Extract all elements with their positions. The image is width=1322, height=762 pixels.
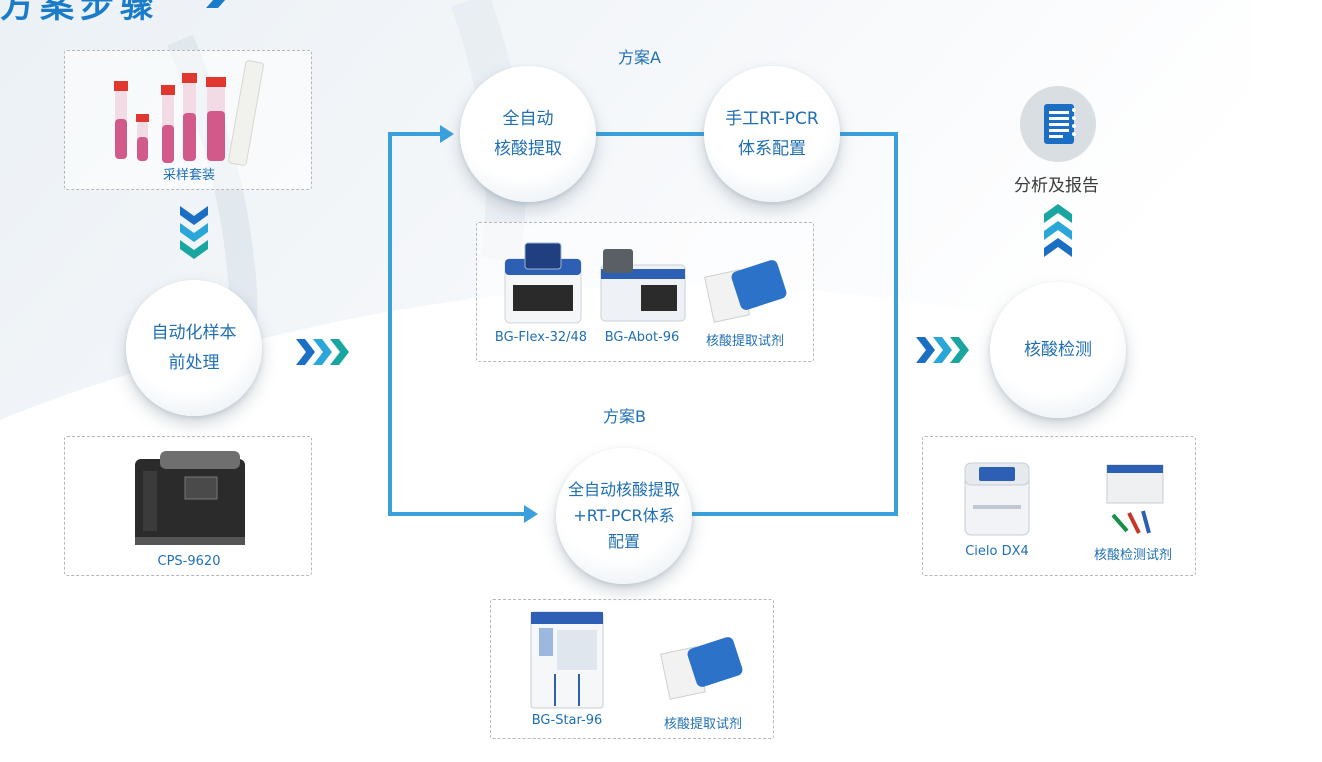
sampling-kit-label: 采样套装 bbox=[162, 168, 215, 183]
cielo-dx4-label: Cielo DX4 bbox=[965, 544, 1029, 559]
pretreatment-device-box: CPS-9620 bbox=[64, 436, 312, 576]
plan-a-devices-box: BG-Flex-32/48 BG-Abot-96 核酸提取试剂 bbox=[476, 222, 814, 362]
down-chevrons-icon bbox=[180, 206, 208, 260]
flow-line-left-vertical bbox=[388, 132, 392, 516]
pretreatment-line2: 前处理 bbox=[168, 353, 220, 373]
plan-b-combined-label: 全自动核酸提取 +RT-PCR体系 配置 bbox=[567, 480, 680, 551]
flow-line-to-plan-a bbox=[388, 132, 442, 136]
detection-devices-box: Cielo DX4 核酸检测试剂 bbox=[922, 436, 1196, 576]
bg-star-device-image bbox=[530, 611, 604, 709]
plan-a-extraction-circle: 全自动 核酸提取 bbox=[460, 66, 596, 202]
right-chevrons-to-detection-icon bbox=[916, 337, 970, 363]
flow-line-a-connector bbox=[596, 132, 706, 136]
arrow-to-plan-b-icon bbox=[524, 505, 538, 523]
report-icon-circle bbox=[1020, 86, 1096, 162]
plan-a-rtpcr-circle: 手工RT-PCR 体系配置 bbox=[704, 66, 840, 202]
bg-flex-device-image bbox=[504, 242, 582, 324]
report-document-icon bbox=[1044, 104, 1076, 144]
page-title: 方案步骤 bbox=[0, 0, 160, 26]
plan-a-rtpcr-label: 手工RT-PCR 体系配置 bbox=[725, 109, 819, 159]
bg-flex-label: BG-Flex-32/48 bbox=[494, 330, 588, 345]
right-chevrons-icon bbox=[296, 339, 350, 365]
bg-star-label: BG-Star-96 bbox=[531, 713, 603, 728]
plan-b-combined-circle: 全自动核酸提取 +RT-PCR体系 配置 bbox=[556, 448, 692, 584]
sample-tubes-icon bbox=[114, 60, 264, 166]
plan-b-devices-box: BG-Star-96 核酸提取试剂 bbox=[490, 599, 774, 739]
detection-circle: 核酸检测 bbox=[990, 282, 1126, 418]
cielo-dx4-device-image bbox=[964, 462, 1030, 536]
sampling-kit-box: 采样套装 bbox=[64, 50, 312, 190]
up-chevrons-icon bbox=[1044, 204, 1072, 258]
detection-reagent-image bbox=[1106, 464, 1164, 534]
flow-line-to-plan-b bbox=[388, 512, 526, 516]
report-label: 分析及报告 bbox=[1014, 176, 1099, 196]
plan-b-reagent-image bbox=[660, 637, 743, 700]
pretreatment-step-circle: 自动化样本 前处理 bbox=[126, 280, 262, 416]
flow-line-b-exit bbox=[690, 512, 898, 516]
bg-abot-device-image bbox=[600, 249, 686, 322]
plan-b-reagent-label: 核酸提取试剂 bbox=[663, 717, 742, 732]
cps-9620-device-image bbox=[135, 451, 245, 545]
plan-b-title: 方案B bbox=[603, 407, 646, 426]
arrow-to-plan-a-icon bbox=[440, 125, 454, 143]
flow-line-a-exit bbox=[838, 132, 898, 136]
plan-a-title: 方案A bbox=[618, 48, 661, 67]
plan-a-extraction-label: 全自动 核酸提取 bbox=[494, 109, 562, 159]
extraction-reagent-image bbox=[704, 260, 787, 323]
plan-a-reagent-label: 核酸提取试剂 bbox=[705, 334, 784, 349]
detection-label: 核酸检测 bbox=[1024, 340, 1092, 360]
title-arrow-icon bbox=[206, 0, 226, 8]
detection-reagent-label: 核酸检测试剂 bbox=[1093, 548, 1172, 563]
cps-9620-label: CPS-9620 bbox=[157, 554, 221, 569]
bg-abot-label: BG-Abot-96 bbox=[604, 330, 680, 345]
flow-line-right-vertical bbox=[894, 132, 898, 516]
pretreatment-line1: 自动化样本 bbox=[151, 323, 237, 343]
